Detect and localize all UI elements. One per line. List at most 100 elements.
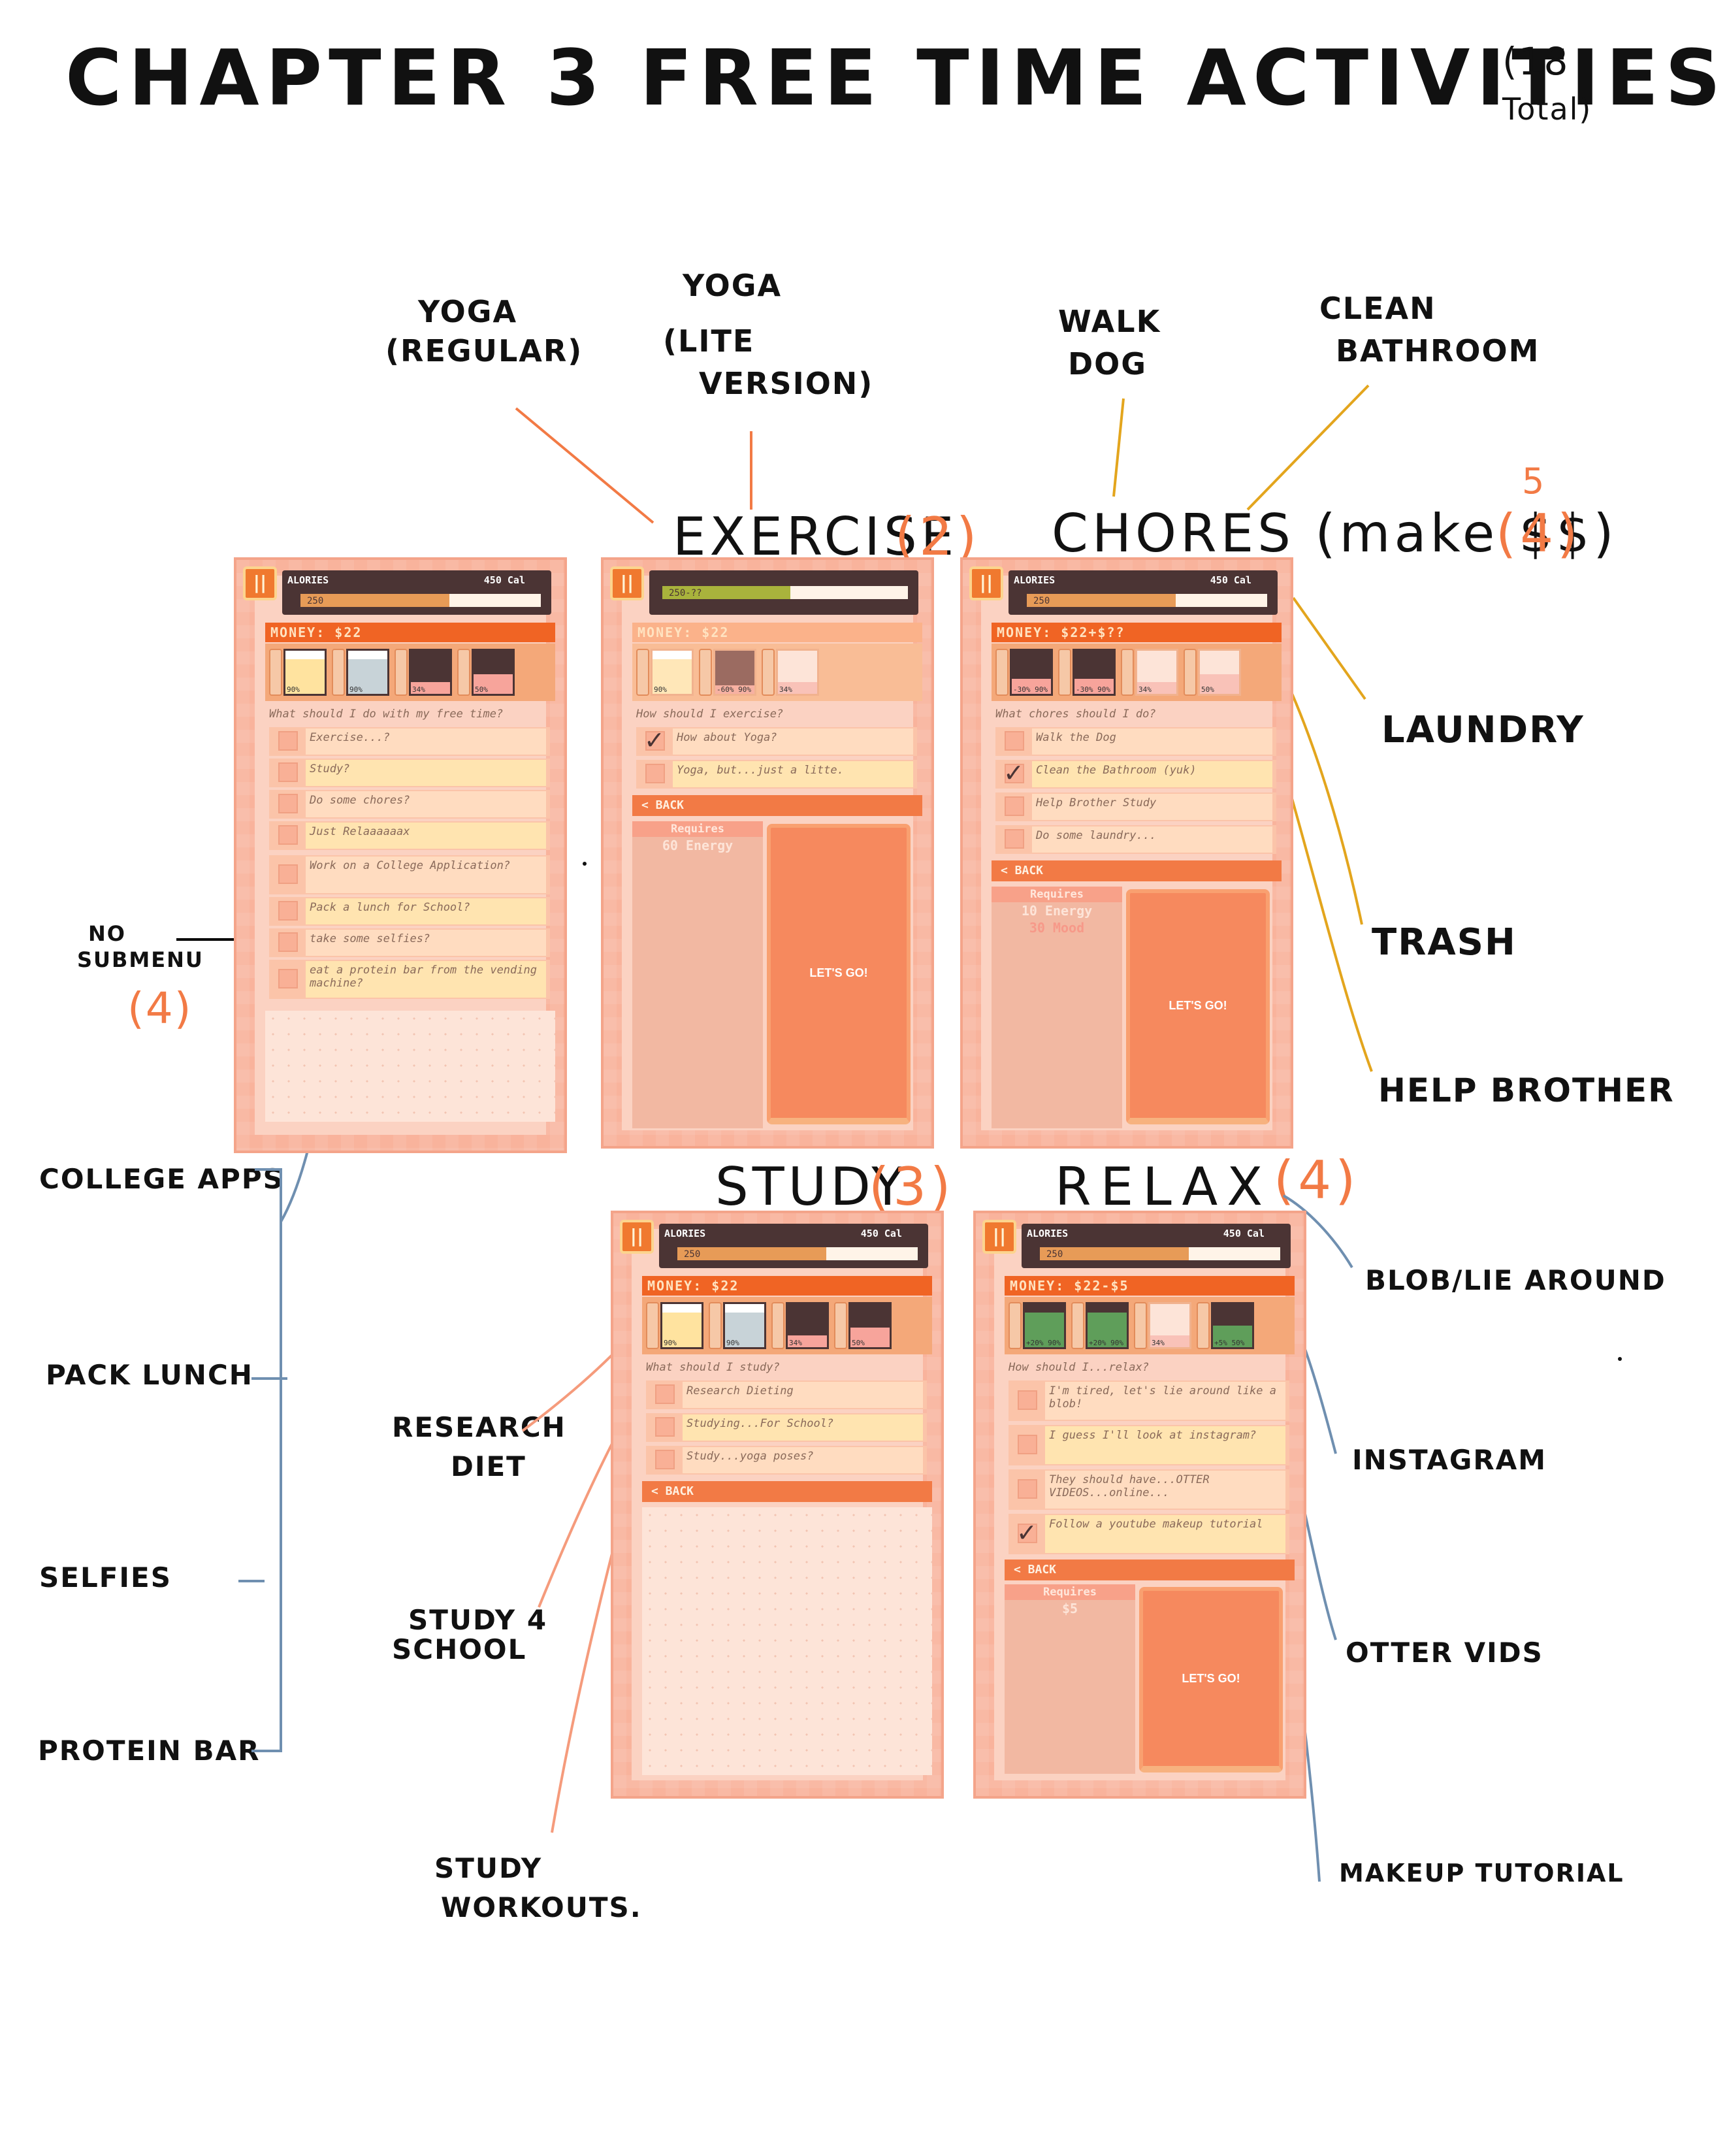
stat-meter: 90% xyxy=(283,649,327,696)
option-study-yoga[interactable]: Study...yoga poses? xyxy=(646,1446,927,1475)
label-selfies: SELFIES xyxy=(39,1561,172,1593)
checkbox[interactable] xyxy=(1005,829,1024,849)
option-otter-videos[interactable]: They should have...OTTER VIDEOS...online… xyxy=(1009,1469,1289,1510)
option-chores[interactable]: Do some chores? xyxy=(269,790,550,819)
checkbox[interactable] xyxy=(655,1384,675,1404)
panel-chores: || ALORIES 450 Cal 250 MONEY: $22+$?? -3… xyxy=(960,557,1293,1149)
checkbox[interactable] xyxy=(1018,1524,1037,1543)
stat-icon xyxy=(709,1302,722,1349)
option-walk-dog[interactable]: Walk the Dog xyxy=(995,727,1276,756)
option-laundry[interactable]: Do some laundry... xyxy=(995,825,1276,854)
label-no-submenu-count: (4) xyxy=(127,983,193,1034)
checkbox[interactable] xyxy=(278,932,298,952)
checkbox[interactable] xyxy=(645,731,665,751)
checkbox[interactable] xyxy=(655,1450,675,1469)
option-blob[interactable]: I'm tired, let's lie around like a blob! xyxy=(1009,1380,1289,1421)
checkbox[interactable] xyxy=(278,864,298,884)
header-exercise-count: (2) xyxy=(895,506,981,567)
checkbox[interactable] xyxy=(655,1417,675,1437)
line-relax-count xyxy=(1283,1194,1353,1269)
stat-icon xyxy=(395,649,408,696)
option-exercise[interactable]: Exercise...? xyxy=(269,727,550,756)
money-bar: MONEY: $22 xyxy=(642,1276,932,1296)
pause-button[interactable]: || xyxy=(243,566,277,600)
label-study-school-2: SCHOOL xyxy=(392,1633,527,1665)
panel-study: || ALORIES 450 Cal 250 MONEY: $22 90% 90… xyxy=(611,1211,944,1799)
option-clean-bathroom[interactable]: ✓Clean the Bathroom (yuk) xyxy=(995,759,1276,789)
calories-fill-value: 250 xyxy=(1046,1249,1063,1260)
total-note-2: Total) xyxy=(1502,91,1592,127)
option-yoga-lite[interactable]: Yoga, but...just a litte. xyxy=(636,760,917,789)
question-text: How should I exercise? xyxy=(636,708,784,721)
option-relax[interactable]: Just Relaaaaaax xyxy=(269,821,550,850)
line-walk-dog xyxy=(1112,398,1125,497)
option-help-brother[interactable]: Help Brother Study xyxy=(995,792,1276,821)
option-research-diet[interactable]: Research Dieting xyxy=(646,1380,927,1409)
label-laundry: LAUNDRY xyxy=(1381,709,1585,751)
lets-go-button[interactable]: LET'S GO! xyxy=(1139,1587,1283,1772)
checkbox[interactable] xyxy=(278,731,298,751)
calories-fill-value: 250 xyxy=(684,1249,701,1260)
stat-icon xyxy=(269,649,282,696)
page-title: CHAPTER 3 FREE TIME ACTIVITIES xyxy=(65,33,1727,123)
checkbox[interactable] xyxy=(278,901,298,921)
label-yoga-lite-3: VERSION) xyxy=(699,366,874,401)
checkbox[interactable] xyxy=(1005,764,1024,783)
requirement: 10 Energy xyxy=(1021,903,1093,919)
lets-go-button[interactable]: LET'S GO! xyxy=(1126,889,1270,1124)
checkbox[interactable] xyxy=(1005,731,1024,751)
checkbox[interactable] xyxy=(278,969,298,988)
label-research-diet-2: DIET xyxy=(451,1450,526,1482)
checkbox[interactable] xyxy=(278,825,298,845)
option-makeup-tutorial[interactable]: ✓Follow a youtube makeup tutorial xyxy=(1009,1514,1289,1554)
stat-meter: 34% xyxy=(1148,1302,1191,1349)
option-yoga[interactable]: ✓How about Yoga? xyxy=(636,726,917,756)
dot-mark-2 xyxy=(1618,1357,1622,1361)
back-button[interactable]: < BACK xyxy=(1005,1560,1295,1580)
checkbox[interactable] xyxy=(1018,1479,1037,1499)
pause-button[interactable]: || xyxy=(982,1220,1016,1254)
lets-go-button[interactable]: LET'S GO! xyxy=(767,824,911,1124)
checkbox[interactable] xyxy=(645,764,665,783)
requires-label: Requires xyxy=(992,887,1122,902)
option-selfies[interactable]: take some selfies? xyxy=(269,928,550,957)
option-study-school[interactable]: Studying...For School? xyxy=(646,1413,927,1442)
back-button[interactable]: < BACK xyxy=(642,1481,932,1502)
calories-value: 450 Cal xyxy=(860,1228,902,1239)
label-otter-vids: OTTER VIDS xyxy=(1346,1637,1543,1669)
label-study-workouts-2: WORKOUTS. xyxy=(441,1891,642,1923)
stat-icon xyxy=(332,649,345,696)
option-college-app[interactable]: Work on a College Application? xyxy=(269,855,550,894)
pause-button[interactable]: || xyxy=(620,1220,654,1254)
question-text: What should I do with my free time? xyxy=(269,708,504,721)
back-button[interactable]: < BACK xyxy=(632,795,922,816)
option-protein-bar[interactable]: eat a protein bar from the vending machi… xyxy=(269,960,550,999)
panel-exercise: || 250-?? MONEY: $22 90% -60% 90% 34% Ho… xyxy=(601,557,934,1149)
option-pack-lunch[interactable]: Pack a lunch for School? xyxy=(269,897,550,926)
label-clean-bathroom-2: BATHROOM xyxy=(1336,333,1540,368)
back-button[interactable]: < BACK xyxy=(992,860,1282,881)
checkbox[interactable] xyxy=(278,762,298,782)
empty-area xyxy=(642,1507,932,1775)
option-instagram[interactable]: I guess I'll look at instagram? xyxy=(1009,1425,1289,1465)
label-pack-lunch: PACK LUNCH xyxy=(46,1359,253,1391)
checkbox[interactable] xyxy=(278,794,298,813)
check-mark-icon: ✓ xyxy=(1003,759,1024,787)
bracket-line xyxy=(251,1168,282,1752)
option-study[interactable]: Study? xyxy=(269,759,550,787)
stat-meter: 50% xyxy=(1198,649,1241,696)
stat-icon xyxy=(1121,649,1134,696)
calories-fill-value: 250 xyxy=(307,596,324,606)
calories-label: ALORIES xyxy=(1027,1228,1069,1239)
calories-bar: ALORIES 450 Cal 250 xyxy=(1022,1224,1291,1268)
stat-icon xyxy=(762,649,775,696)
header-study-count: (3) xyxy=(869,1156,955,1217)
calories-value: 450 Cal xyxy=(1210,574,1251,586)
checkbox[interactable] xyxy=(1018,1435,1037,1454)
pause-button[interactable]: || xyxy=(610,566,644,600)
stat-meter: 34% xyxy=(776,649,819,696)
stat-meter: +20% 90% xyxy=(1086,1302,1129,1349)
pause-button[interactable]: || xyxy=(969,566,1003,600)
checkbox[interactable] xyxy=(1018,1390,1037,1410)
checkbox[interactable] xyxy=(1005,796,1024,816)
